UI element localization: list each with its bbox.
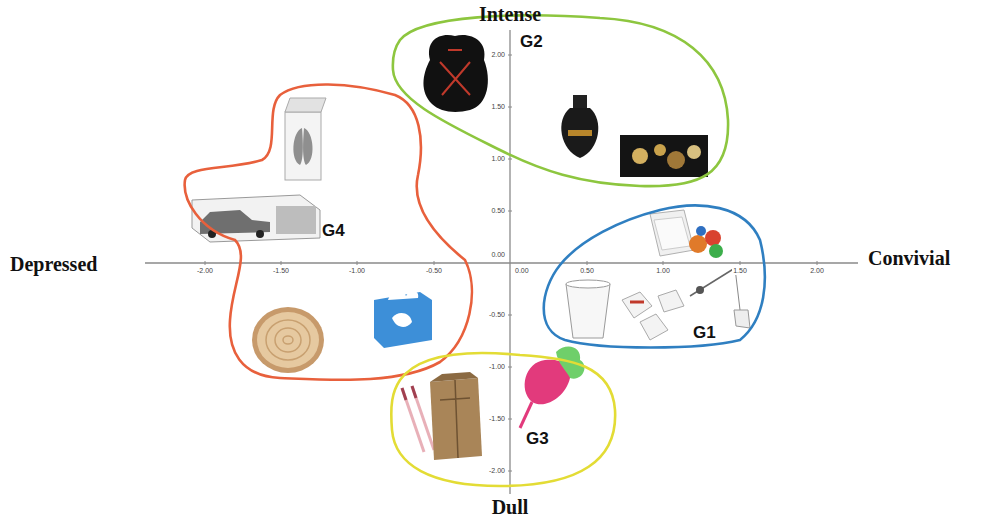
tick-label: 0.00	[514, 267, 530, 275]
axis-ticks	[205, 55, 817, 471]
axis-label: Intense	[479, 3, 541, 25]
group-outline: G1	[528, 194, 776, 358]
group-blob	[528, 194, 776, 358]
paper-cup	[566, 280, 610, 338]
wood-slice	[252, 307, 324, 373]
light-bulb-package	[561, 95, 598, 158]
group-label: G3	[526, 430, 549, 447]
tick-label: 0.50	[490, 207, 506, 215]
tick-label: 1.00	[655, 267, 671, 275]
tick-label: 2.00	[490, 51, 506, 59]
tick-label: -2.00	[488, 467, 506, 475]
group-blob	[384, 6, 736, 194]
tick-label: 1.00	[490, 155, 506, 163]
fishing-tool	[690, 268, 750, 328]
group-label: G4	[322, 222, 345, 239]
tissue-box	[374, 291, 432, 348]
tick-label: 0.50	[579, 267, 595, 275]
tick-label: 1.50	[490, 103, 506, 111]
cardboard-box	[430, 372, 482, 460]
axis-label: Convivial	[868, 247, 950, 269]
tick-label: -1.50	[272, 267, 290, 275]
chopsticks	[402, 386, 434, 452]
axis-label: Dull	[492, 496, 529, 518]
drum-set-box	[620, 135, 708, 177]
tick-label: -2.00	[196, 267, 214, 275]
tick-label: -0.50	[488, 311, 506, 319]
axis-label: Depressed	[10, 253, 97, 275]
tick-label: 2.00	[809, 267, 825, 275]
group-blob-outline	[393, 15, 728, 186]
tick-label: -1.50	[488, 415, 506, 423]
group-outline: G4	[174, 74, 484, 390]
group-blob-outline	[391, 353, 615, 486]
notebooks	[650, 210, 694, 256]
balls	[689, 226, 723, 258]
group-blob-outline	[185, 84, 472, 379]
group-label: G2	[520, 33, 543, 50]
group-label: G1	[693, 324, 716, 341]
x-axis	[145, 262, 858, 263]
car-box	[192, 195, 320, 242]
folded-napkins	[622, 290, 684, 340]
tick-label: -0.50	[425, 267, 443, 275]
tick-label: -1.00	[488, 363, 506, 371]
cigarette-pack	[285, 98, 326, 180]
trash-bag	[424, 35, 488, 112]
group-outline: G2	[384, 6, 736, 194]
tick-label: -1.00	[348, 267, 366, 275]
y-axis	[509, 30, 510, 494]
tick-label: 0.00	[490, 251, 506, 259]
tick-label: 1.50	[732, 267, 748, 275]
group-blob-outline	[544, 205, 765, 347]
